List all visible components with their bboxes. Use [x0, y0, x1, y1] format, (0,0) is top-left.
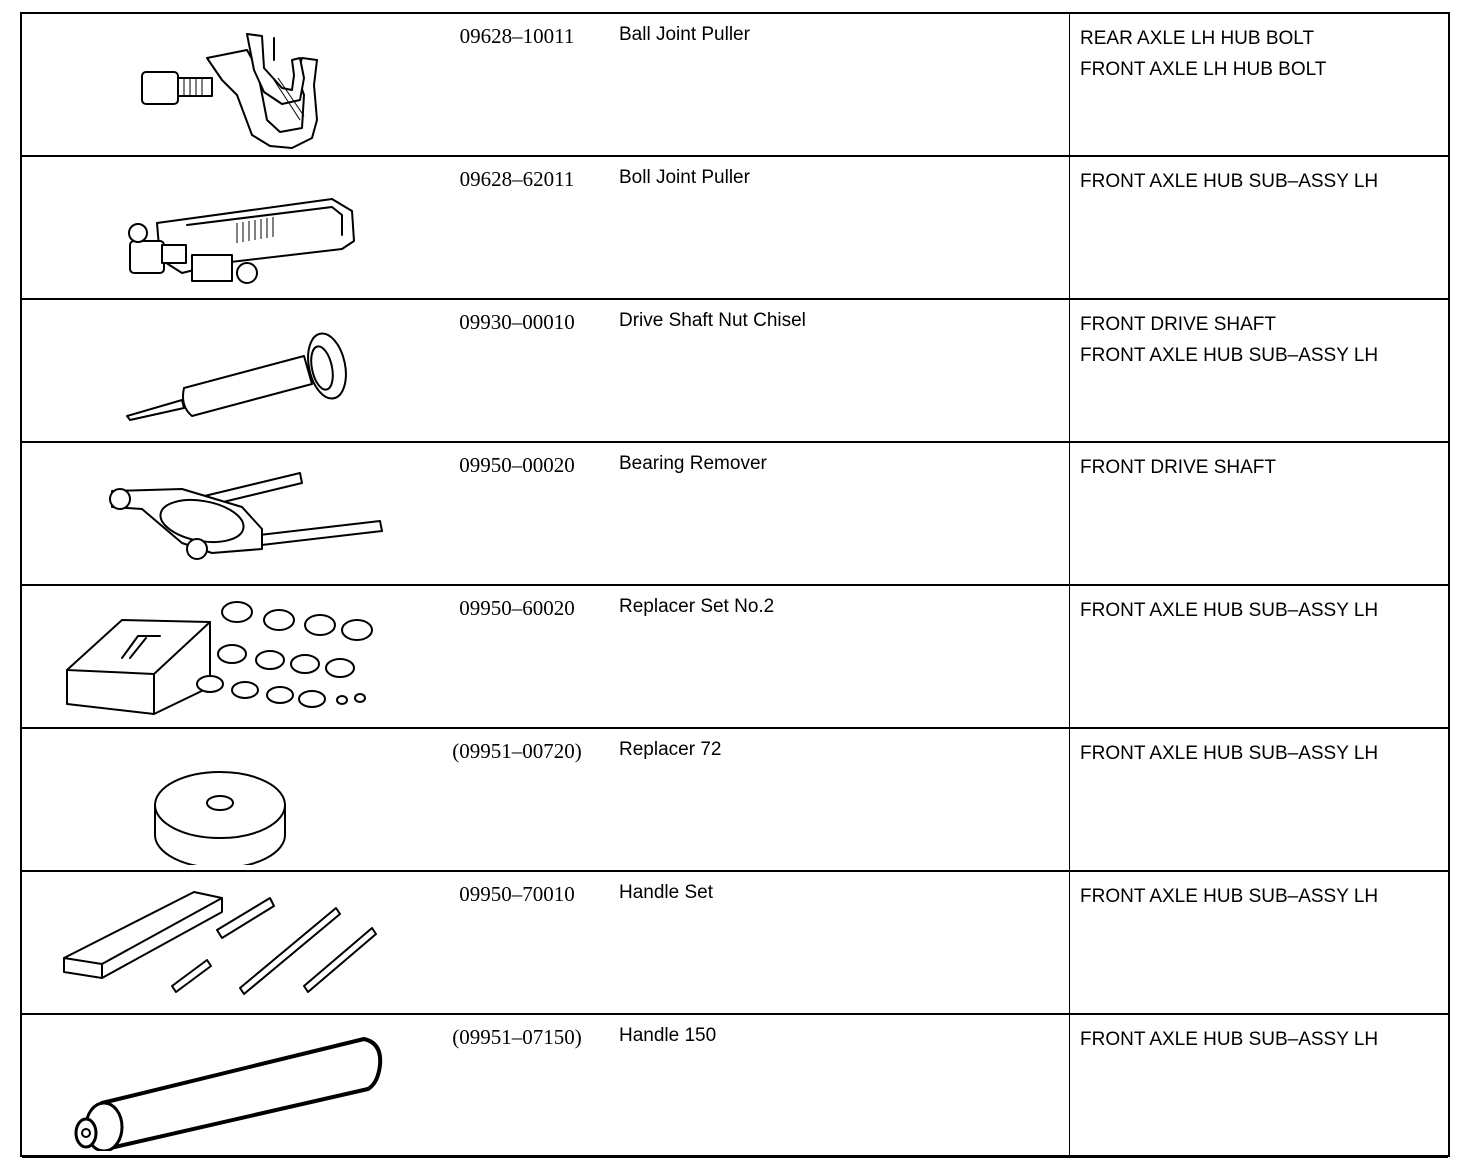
tool-name: Boll Joint Puller: [619, 167, 750, 188]
usage-item: FRONT AXLE LH HUB BOLT: [1080, 59, 1327, 80]
table-row: 09628–10011 Ball Joint Puller REAR AXLE …: [22, 14, 1448, 157]
ball-joint-puller-illustration: [42, 20, 432, 150]
usage-list: FRONT AXLE HUB SUB–ASSY LH: [1080, 881, 1378, 912]
usage-list: FRONT AXLE HUB SUB–ASSY LH: [1080, 738, 1378, 769]
tool-name: Handle Set: [619, 882, 714, 903]
part-number: 09628–10011: [459, 24, 575, 48]
handle-illustration: [42, 1021, 432, 1153]
usage-item: FRONT AXLE HUB SUB–ASSY LH: [1080, 1029, 1379, 1050]
usage-item: FRONT AXLE HUB SUB–ASSY LH: [1080, 171, 1379, 192]
usage-item: FRONT AXLE HUB SUB–ASSY LH: [1080, 743, 1379, 764]
tool-name: Replacer 72: [619, 739, 722, 760]
part-number: (09951–07150): [452, 1025, 582, 1049]
bearing-remover-illustration: [42, 449, 432, 579]
chisel-illustration: [42, 306, 432, 436]
usage-list: FRONT DRIVE SHAFT: [1080, 452, 1276, 483]
special-tool-table: 09628–10011 Ball Joint Puller REAR AXLE …: [20, 12, 1450, 1158]
usage-list: FRONT AXLE HUB SUB–ASSY LH: [1080, 166, 1378, 197]
usage-item: FRONT DRIVE SHAFT: [1080, 457, 1276, 478]
column-divider: [1069, 14, 1070, 1155]
part-number: 09950–70010: [459, 882, 575, 906]
replacer-disc-illustration: [42, 735, 432, 869]
table-row: (09951–07150) Handle 150 FRONT AXLE HUB …: [22, 1015, 1448, 1158]
replacer-set-illustration: [42, 592, 432, 722]
table-row: 09628–62011 Boll Joint Puller FRONT AXLE…: [22, 157, 1448, 300]
part-number: (09951–00720): [452, 739, 582, 763]
tool-name: Bearing Remover: [619, 453, 767, 474]
table-row: 09950–60020 Replacer Set No.2 FRONT AXLE…: [22, 586, 1448, 729]
usage-list: FRONT AXLE HUB SUB–ASSY LH: [1080, 1024, 1378, 1055]
usage-item: FRONT AXLE HUB SUB–ASSY LH: [1080, 886, 1379, 907]
part-number: 09628–62011: [459, 167, 575, 191]
usage-list: FRONT DRIVE SHAFT FRONT AXLE HUB SUB–ASS…: [1080, 309, 1378, 371]
part-number: 09950–60020: [459, 596, 575, 620]
table-row: 09950–00020 Bearing Remover FRONT DRIVE …: [22, 443, 1448, 586]
usage-item: FRONT DRIVE SHAFT: [1080, 314, 1276, 335]
tool-name: Ball Joint Puller: [619, 24, 750, 45]
table-row: (09951–00720) Replacer 72 FRONT AXLE HUB…: [22, 729, 1448, 872]
tool-name: Drive Shaft Nut Chisel: [619, 310, 806, 331]
usage-item: REAR AXLE LH HUB BOLT: [1080, 28, 1315, 49]
table-row: 09930–00010 Drive Shaft Nut Chisel FRONT…: [22, 300, 1448, 443]
usage-list: FRONT AXLE HUB SUB–ASSY LH: [1080, 595, 1378, 626]
part-number: 09930–00010: [459, 310, 575, 334]
handle-set-illustration: [42, 878, 432, 1008]
usage-list: REAR AXLE LH HUB BOLT FRONT AXLE LH HUB …: [1080, 23, 1326, 85]
usage-item: FRONT AXLE HUB SUB–ASSY LH: [1080, 345, 1379, 366]
tool-name: Handle 150: [619, 1025, 717, 1046]
table-row: 09950–70010 Handle Set FRONT AXLE HUB SU…: [22, 872, 1448, 1015]
boll-joint-puller-illustration: [42, 163, 432, 293]
part-number: 09950–00020: [459, 453, 575, 477]
tool-name: Replacer Set No.2: [619, 596, 775, 617]
usage-item: FRONT AXLE HUB SUB–ASSY LH: [1080, 600, 1379, 621]
